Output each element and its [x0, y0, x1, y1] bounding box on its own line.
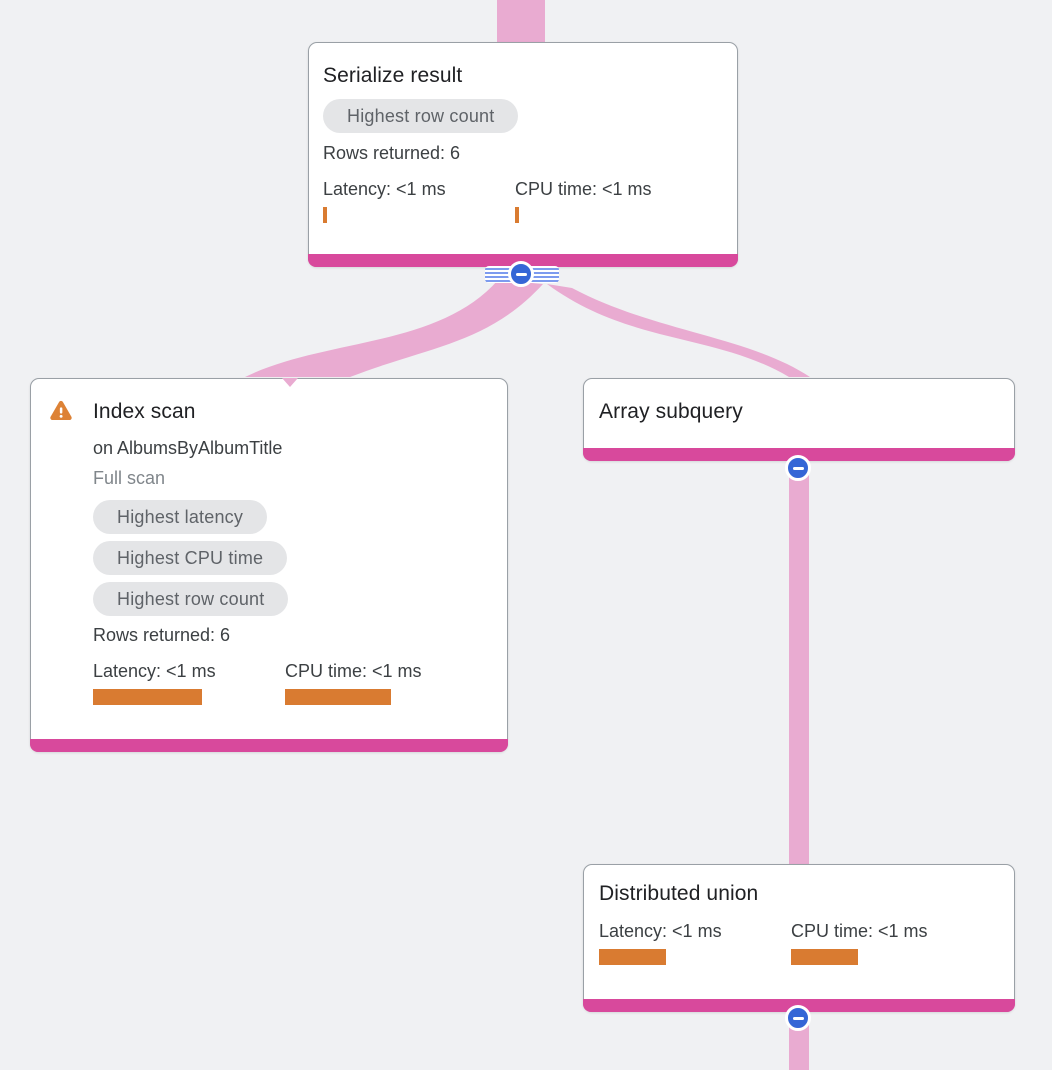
- badge-highest-row-count: Highest row count: [93, 582, 289, 616]
- badge-highest-row-count: Highest row count: [323, 99, 519, 133]
- cpu-bar: [515, 207, 519, 223]
- rows-returned-label: Rows returned: 6: [93, 625, 231, 645]
- cpu-metric: CPU time: <1 ms: [515, 177, 652, 223]
- edge-array-subquery-to-distributed-union: [789, 458, 809, 868]
- latency-label: Latency: <1 ms: [93, 661, 216, 681]
- node-array-subquery[interactable]: Array subquery: [583, 378, 1015, 461]
- cpu-metric: CPU time: <1 ms: [791, 919, 928, 965]
- index-name-label: on AlbumsByAlbumTitle: [93, 438, 283, 458]
- scan-type-label: Full scan: [93, 468, 166, 488]
- minus-icon: [515, 272, 527, 276]
- latency-bar: [93, 689, 202, 705]
- latency-bar: [599, 949, 666, 965]
- collapse-button-serialize-result[interactable]: [508, 261, 534, 287]
- metrics-row: Latency: <1 ms CPU time: <1 ms: [599, 919, 998, 965]
- node-serialize-result[interactable]: Serialize result Highest row count Rows …: [308, 42, 738, 267]
- edge-arrowhead: [282, 378, 298, 387]
- latency-label: Latency: <1 ms: [323, 179, 446, 199]
- cpu-label: CPU time: <1 ms: [515, 179, 652, 199]
- cpu-bar: [285, 689, 391, 705]
- latency-bar: [323, 207, 327, 223]
- latency-label: Latency: <1 ms: [599, 921, 722, 941]
- cpu-bar: [791, 949, 858, 965]
- cpu-label: CPU time: <1 ms: [791, 921, 928, 941]
- node-distributed-union[interactable]: Distributed union Latency: <1 ms CPU tim…: [583, 864, 1015, 1012]
- node-title: Serialize result: [323, 64, 463, 87]
- latency-metric: Latency: <1 ms: [599, 919, 791, 965]
- metrics-row: Latency: <1 ms CPU time: <1 ms: [323, 177, 721, 223]
- badge-column: Highest latency Highest CPU time Highest…: [93, 500, 491, 616]
- edge-parent-to-serialize: [497, 0, 545, 44]
- cpu-label: CPU time: <1 ms: [285, 661, 422, 681]
- node-title: Index scan: [93, 400, 196, 423]
- minus-icon: [792, 1016, 804, 1020]
- node-title: Distributed union: [599, 882, 759, 905]
- edge-serialize-to-array-subquery: [547, 284, 810, 377]
- collapse-button-array-subquery[interactable]: [785, 455, 811, 481]
- cpu-metric: CPU time: <1 ms: [285, 659, 422, 705]
- latency-metric: Latency: <1 ms: [323, 177, 515, 223]
- edge-serialize-to-index-scan: [245, 280, 543, 377]
- node-title: Array subquery: [599, 400, 743, 423]
- badge-highest-latency: Highest latency: [93, 500, 268, 534]
- rows-returned-label: Rows returned: 6: [323, 143, 461, 163]
- warning-icon: [50, 400, 72, 420]
- badge-highest-cpu-time: Highest CPU time: [93, 541, 288, 575]
- metrics-row: Latency: <1 ms CPU time: <1 ms: [93, 659, 491, 705]
- latency-metric: Latency: <1 ms: [93, 659, 285, 705]
- minus-icon: [792, 466, 804, 470]
- collapse-button-distributed-union[interactable]: [785, 1005, 811, 1031]
- node-index-scan[interactable]: Index scan on AlbumsByAlbumTitle Full sc…: [30, 378, 508, 752]
